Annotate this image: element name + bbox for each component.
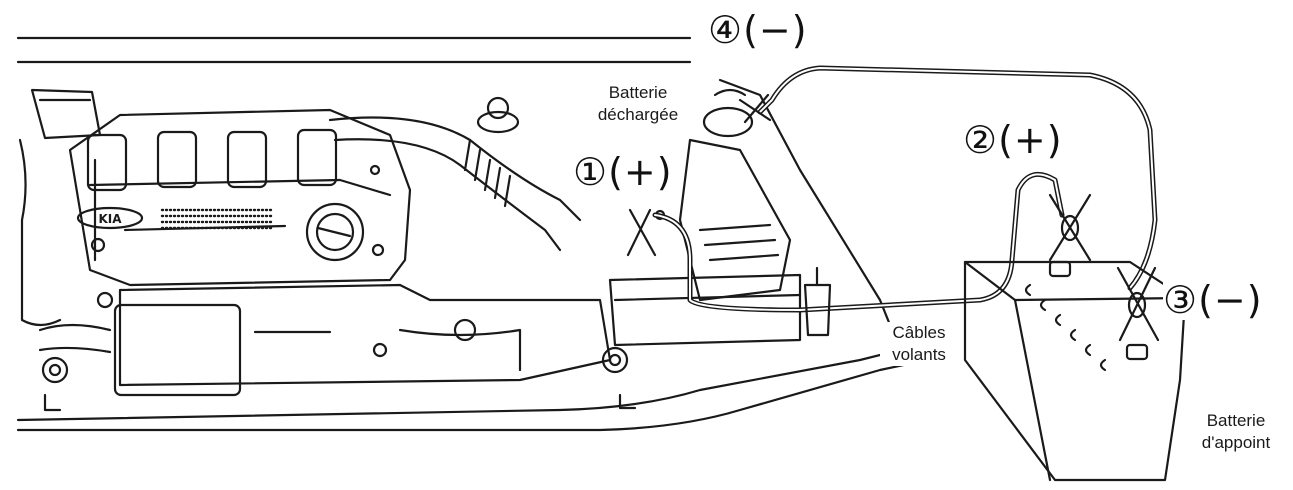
oil-cap xyxy=(90,164,385,262)
label-booster-battery-line1: Batterie xyxy=(1206,411,1266,430)
jumper-cable-positive-core xyxy=(654,173,1063,311)
engine-cover xyxy=(68,108,412,287)
coolant-reservoir xyxy=(803,266,832,337)
kia-badge: KIA xyxy=(76,206,144,230)
engine-ground-point xyxy=(702,88,754,138)
kia-badge-text: KIA xyxy=(98,212,122,226)
booster-battery xyxy=(963,260,1187,482)
label-dead-battery-line1: Batterie xyxy=(608,83,668,102)
label-booster-battery: Batterie d'appoint xyxy=(1190,410,1282,454)
label-jumper-cables: Câbles volants xyxy=(880,322,958,366)
left-bracket xyxy=(18,88,102,327)
lower-manifold xyxy=(38,283,612,397)
label-dead-battery: Batterie déchargée xyxy=(588,82,688,126)
intake-pipe xyxy=(328,96,582,252)
label-jumper-cables-line1: Câbles xyxy=(892,323,946,342)
step-2-positive-booster: ②(+) xyxy=(963,118,1063,162)
clamp-booster-negative xyxy=(1116,266,1160,342)
label-dead-battery-line2: déchargée xyxy=(597,105,679,124)
vent-grille xyxy=(160,208,274,230)
hood-edge-lines xyxy=(16,36,692,64)
step-4-negative-ground: ④(−) xyxy=(708,8,808,52)
jumper-cable-negative xyxy=(757,65,1158,291)
clamp-ground-negative xyxy=(738,93,772,124)
label-jumper-cables-line2: volants xyxy=(892,345,946,364)
engine-bay-outline xyxy=(16,78,952,432)
step-3-negative-booster: ③(−) xyxy=(1163,278,1263,322)
clamp-dead-positive xyxy=(626,208,657,257)
mount-bolts xyxy=(41,342,637,412)
jumper-cable-negative-core xyxy=(759,67,1156,289)
step-1-positive-dead: ①(+) xyxy=(573,150,673,194)
air-filter-box xyxy=(678,138,792,302)
label-booster-battery-line2: d'appoint xyxy=(1201,433,1271,452)
clamp-booster-positive xyxy=(1048,193,1092,262)
